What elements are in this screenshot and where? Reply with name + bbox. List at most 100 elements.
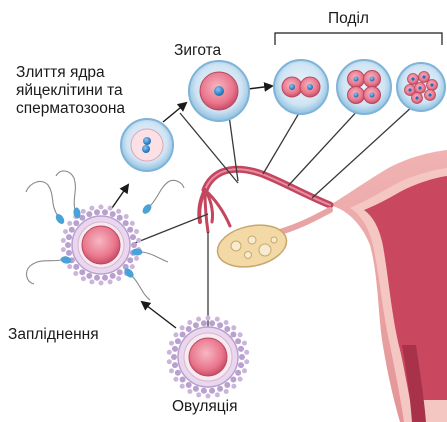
corona-cell [231,384,236,389]
corona-cell [67,221,72,226]
corona-cell [235,338,241,344]
corona-cell [65,242,71,248]
arrow-right-icon [248,86,272,89]
corona-cell [124,214,129,219]
corona-cell [172,362,178,368]
corona-cell [89,206,94,211]
corona-cell [186,382,192,388]
ovulation-label: Овуляція [172,398,238,415]
corona-cell [244,359,249,364]
corona-cell [81,209,86,214]
corona-cell [169,341,174,346]
corona-cell [242,368,247,373]
corona-cell [217,322,223,328]
corona-cell [180,332,186,338]
corona-cell [66,250,72,256]
corona-cell [196,317,201,322]
corona-cell [167,359,172,364]
corona-cell [116,276,121,281]
corona-cell [89,279,94,284]
corona-cell [235,370,241,376]
corona-cell [131,242,137,248]
corona-cell [99,205,104,210]
corona-cell [215,317,220,322]
corona-cell [73,271,78,276]
corona-cell [193,322,199,328]
two-cell-stage [274,60,328,114]
corona-cell [201,388,207,394]
corona-cell [201,320,207,326]
fertilization-label: Запліднення [8,326,99,343]
corona-cell [130,234,136,240]
corona-cell [81,276,86,281]
fusion-cell [121,119,173,171]
corona-cell [209,388,215,394]
corona-cell [173,377,178,382]
zygote-cell [189,61,249,121]
corona-cell [94,209,100,215]
corona-cell [169,368,174,373]
corona-cell [108,206,113,211]
division-bracket [275,33,442,45]
corona-cell [242,341,247,346]
corona-cell [123,220,129,226]
arrow-up-right-icon [163,103,186,122]
corona-cell [94,275,100,281]
corona-cell [61,238,66,243]
corona-cell [238,346,244,352]
corona-cell [180,325,185,330]
fusion-label-line3: сперматозоона [16,100,125,117]
corona-cell [134,256,139,261]
corona-cell [136,238,141,243]
corona-cell [73,264,79,270]
corona-cell [173,332,178,337]
corona-cell [180,384,185,389]
corona-cell [224,320,229,325]
division-label: Поділ [328,10,369,27]
corona-cell [69,227,75,233]
corona-cell [116,209,121,214]
corona-cell [86,211,92,217]
fallopian-tube [199,169,330,232]
fusion-label-line2: яйцеклітини та [16,82,123,99]
corona-cell [244,350,249,355]
corona-cell [66,234,72,240]
corona-cell [108,279,113,284]
corona-cell [196,392,201,397]
corona-cell [238,362,244,368]
corona-cell [167,350,172,355]
corona-cell [224,326,230,332]
corona-cell [110,273,116,279]
corona-cell [209,320,215,326]
arrow-up-right-icon [112,185,128,208]
corona-cell [175,338,181,344]
corona-cell [102,275,108,281]
corona-cell [130,264,135,269]
corona-cell [175,370,181,376]
ovary [214,219,291,273]
corona-cell [127,227,133,233]
corona-cell [86,273,92,279]
corona-cell [180,377,186,383]
zygote-label: Зигота [174,42,221,59]
arrow-up-left-icon [142,302,176,328]
corona-cell [224,382,230,388]
uterus [330,150,447,422]
corona-cell [172,346,178,352]
corona-cell [63,229,68,234]
corona-cell [239,354,245,360]
corona-cell [187,389,192,394]
corona-cell [130,221,135,226]
corona-cell [102,209,108,215]
corona-cell [224,389,229,394]
corona-cell [238,332,243,337]
four-cell-stage [337,60,391,114]
corona-cell [110,211,116,217]
corona-cell [117,215,123,221]
fusion-label-line1: Злиття ядра [16,64,105,81]
corona-cell [171,354,177,360]
corona-cell [79,269,85,275]
corona-cell [67,264,72,269]
corona-cell [193,386,199,392]
corona-cell [99,281,104,286]
